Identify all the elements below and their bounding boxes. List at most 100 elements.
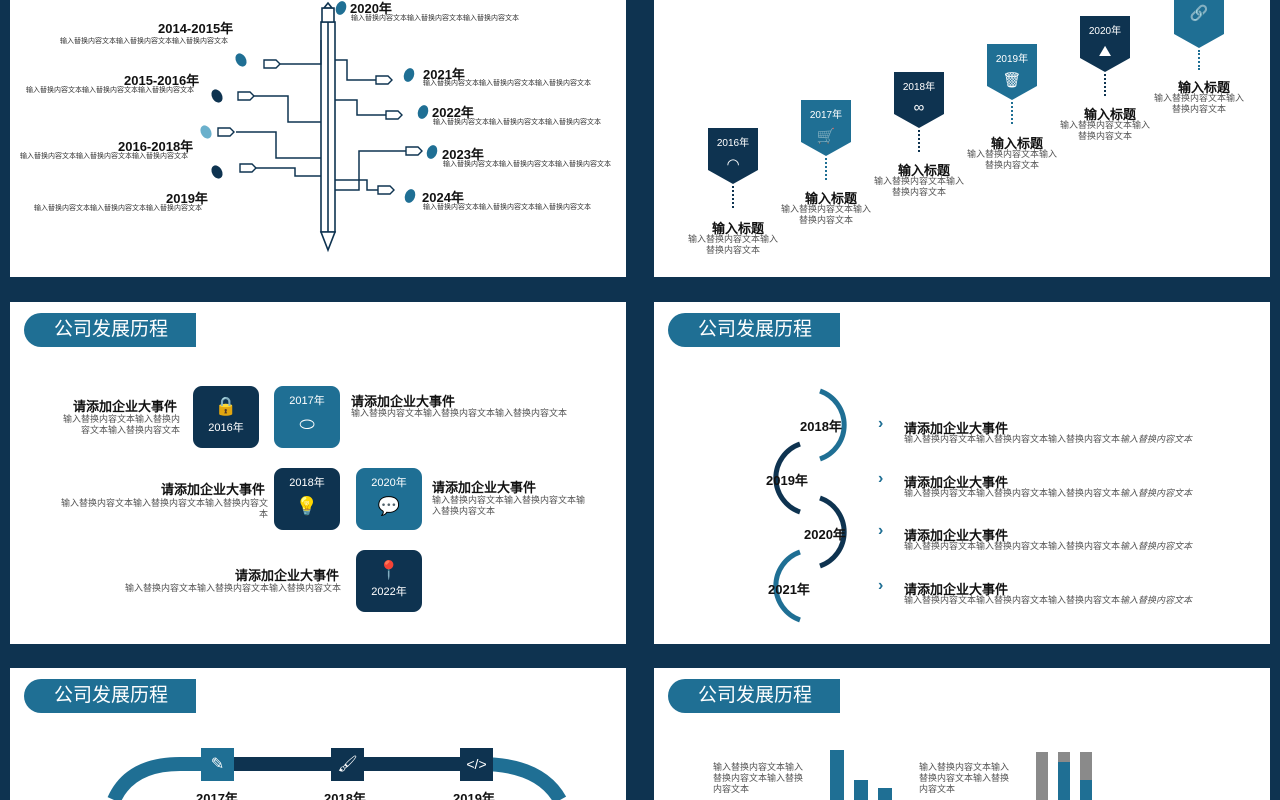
section-title-pill: 公司发展历程: [24, 679, 196, 713]
step-title: 输入标题: [1084, 107, 1137, 122]
event-title: 请添加企业大事件: [904, 528, 1009, 543]
event-title: 请添加企业大事件: [351, 394, 456, 409]
step-title: 输入标题: [991, 136, 1044, 151]
year-label: 2015-2016年: [124, 73, 200, 88]
event-desc: 输入替换内容文本输入替换内容文本输入替换内容文本输入替换内容文本: [904, 434, 1193, 444]
badge-step-2: 2017年 🛒: [801, 100, 851, 156]
event-desc: 输入替换内容文本输入替换内容文本输入替换内容文本: [60, 498, 268, 519]
track-year: 2018年: [324, 791, 366, 800]
chevron-right-icon: ›: [878, 577, 884, 594]
section-title-pill: 公司发展历程: [668, 679, 840, 713]
year-label: 2016-2018年: [118, 139, 194, 154]
year-desc: 输入替换内容文本输入替换内容文本输入替换内容文本: [423, 80, 591, 87]
puzzle-year: 2020年: [371, 477, 407, 489]
section-title-pill: 公司发展历程: [24, 313, 196, 347]
bulb-icon: 💡: [295, 496, 319, 516]
bar: [1080, 780, 1092, 800]
connector-dot: [1198, 50, 1200, 70]
year-desc: 输入替换内容文本输入替换内容文本输入替换内容文本: [443, 161, 611, 168]
slide-chain-timeline: 公司发展历程 2018年 2019年 2020年 2021年 › 请添加企业大事…: [654, 302, 1270, 644]
step-desc: 输入替换内容文本输入替换内容文本: [1059, 120, 1150, 141]
chain-year: 2021年: [768, 582, 810, 597]
badge-year: 2020年: [1088, 26, 1122, 37]
bar: [830, 750, 844, 800]
infinity-icon: ∞: [913, 99, 925, 116]
puzzle-year: 2017年: [289, 395, 325, 407]
event-desc: 输入替换内容文本输入替换内容文本输入替换内容文本: [351, 408, 568, 418]
badge-year: 2016年: [716, 138, 750, 149]
badge-year: 2017年: [809, 110, 843, 121]
bar: [878, 788, 892, 800]
section-title-pill: 公司发展历程: [668, 313, 840, 347]
year-label: 2019年: [166, 191, 208, 206]
pin-icon: 📍: [377, 560, 401, 580]
badge-step-6: 🔗: [1174, 0, 1224, 48]
event-desc: 输入替换内容文本输入替换内容文本输入替换内容文本输入替换内容文本: [904, 541, 1193, 551]
year-label: 2023年: [442, 147, 484, 162]
chain-year: 2019年: [766, 473, 808, 488]
bar: [1080, 752, 1092, 780]
event-title: 请添加企业大事件: [432, 480, 537, 495]
event-title: 请添加企业大事件: [161, 482, 266, 497]
summary-text: 输入替换内容文本输入替换内容文本输入替换内容文本: [713, 762, 804, 794]
puzzle-piece-2022: 📍 2022年: [356, 550, 422, 612]
chat-icon: 💬: [377, 496, 401, 516]
chain-arcs-graphic: [773, 388, 847, 623]
track-year: 2017年: [196, 791, 238, 800]
slide-bar-summary: 公司发展历程 输入替换内容文本输入替换内容文本输入替换内容文本 输入替换内容文本…: [654, 668, 1270, 800]
slide-stair-badges: 2016年 ◠ 输入标题 输入替换内容文本输入替换内容文本 2017年 🛒 输入…: [654, 0, 1270, 277]
puzzle-year: 2016年: [208, 422, 244, 434]
code-icon: </>: [460, 748, 493, 781]
bar: [1036, 752, 1048, 800]
step-desc: 输入替换内容文本输入替换内容文本: [873, 176, 964, 197]
connector-dot: [1104, 74, 1106, 96]
event-title: 请添加企业大事件: [235, 568, 340, 583]
year-desc: 输入替换内容文本输入替换内容文本输入替换内容文本: [60, 38, 228, 45]
step-desc: 输入替换内容文本输入替换内容文本: [966, 149, 1057, 170]
bar: [1058, 762, 1070, 800]
puzzle-piece-2018: 2018年 💡: [274, 468, 340, 530]
year-desc: 输入替换内容文本输入替换内容文本输入替换内容文本: [26, 87, 194, 94]
bar: [1058, 752, 1070, 762]
badge-year: 2019年: [995, 54, 1029, 65]
year-desc: 输入替换内容文本输入替换内容文本输入替换内容文本: [433, 119, 601, 126]
brush-icon: 🖌: [331, 748, 364, 781]
puzzle-year: 2022年: [371, 586, 407, 598]
year-desc: 输入替换内容文本输入替换内容文本输入替换内容文本: [20, 153, 188, 160]
year-label: 2014-2015年: [158, 21, 234, 36]
connector-dot: [732, 186, 734, 208]
slide-pencil-timeline: 2014-2015年 输入替换内容文本输入替换内容文本输入替换内容文本 2015…: [10, 0, 626, 277]
chevron-right-icon: ›: [878, 470, 884, 487]
step-title: 输入标题: [898, 163, 951, 178]
chevron-right-icon: ›: [878, 415, 884, 432]
step-title: 输入标题: [712, 221, 765, 236]
summary-text: 输入替换内容文本输入替换内容文本输入替换内容文本: [919, 762, 1010, 794]
year-label: 2020年: [350, 1, 392, 16]
badge-step-4: 2019年 🗑: [987, 44, 1037, 100]
track-graphic: [107, 757, 567, 800]
track-year: 2019年: [453, 791, 495, 800]
event-desc: 输入替换内容文本输入替换内容文本输入替换内容文本输入替换内容文本: [904, 488, 1193, 498]
link-icon: 🔗: [1189, 5, 1209, 22]
cart-icon: 🛒: [816, 128, 836, 145]
puzzle-piece-2017: 2017年 ⬭: [274, 386, 340, 448]
puzzle-piece-2020: 2020年 💬: [356, 468, 422, 530]
year-label: 2022年: [432, 105, 474, 120]
tag-icon: ⬭: [299, 414, 315, 434]
event-desc: 输入替换内容文本输入替换内容文本输入替换内容文本: [62, 414, 180, 435]
trash-icon: 🗑: [1002, 72, 1022, 89]
bar: [854, 780, 868, 800]
event-title: 请添加企业大事件: [904, 582, 1009, 597]
connector-dot: [1011, 102, 1013, 124]
pencil-timeline-graphic: [200, 1, 438, 253]
step-title: 输入标题: [805, 191, 858, 206]
puzzle-piece-2016: 🔒 2016年: [193, 386, 259, 448]
lock-icon: 🔒: [214, 396, 238, 416]
step-desc: 输入替换内容文本输入替换内容文本: [687, 234, 778, 255]
step-desc: 输入替换内容文本输入替换内容文本: [780, 204, 871, 225]
event-title: 请添加企业大事件: [904, 475, 1009, 490]
event-title: 请添加企业大事件: [73, 399, 178, 414]
wifi-icon: ◠: [726, 156, 740, 173]
event-title: 请添加企业大事件: [904, 421, 1009, 436]
event-desc: 输入替换内容文本输入替换内容文本输入替换内容文本: [124, 583, 341, 593]
